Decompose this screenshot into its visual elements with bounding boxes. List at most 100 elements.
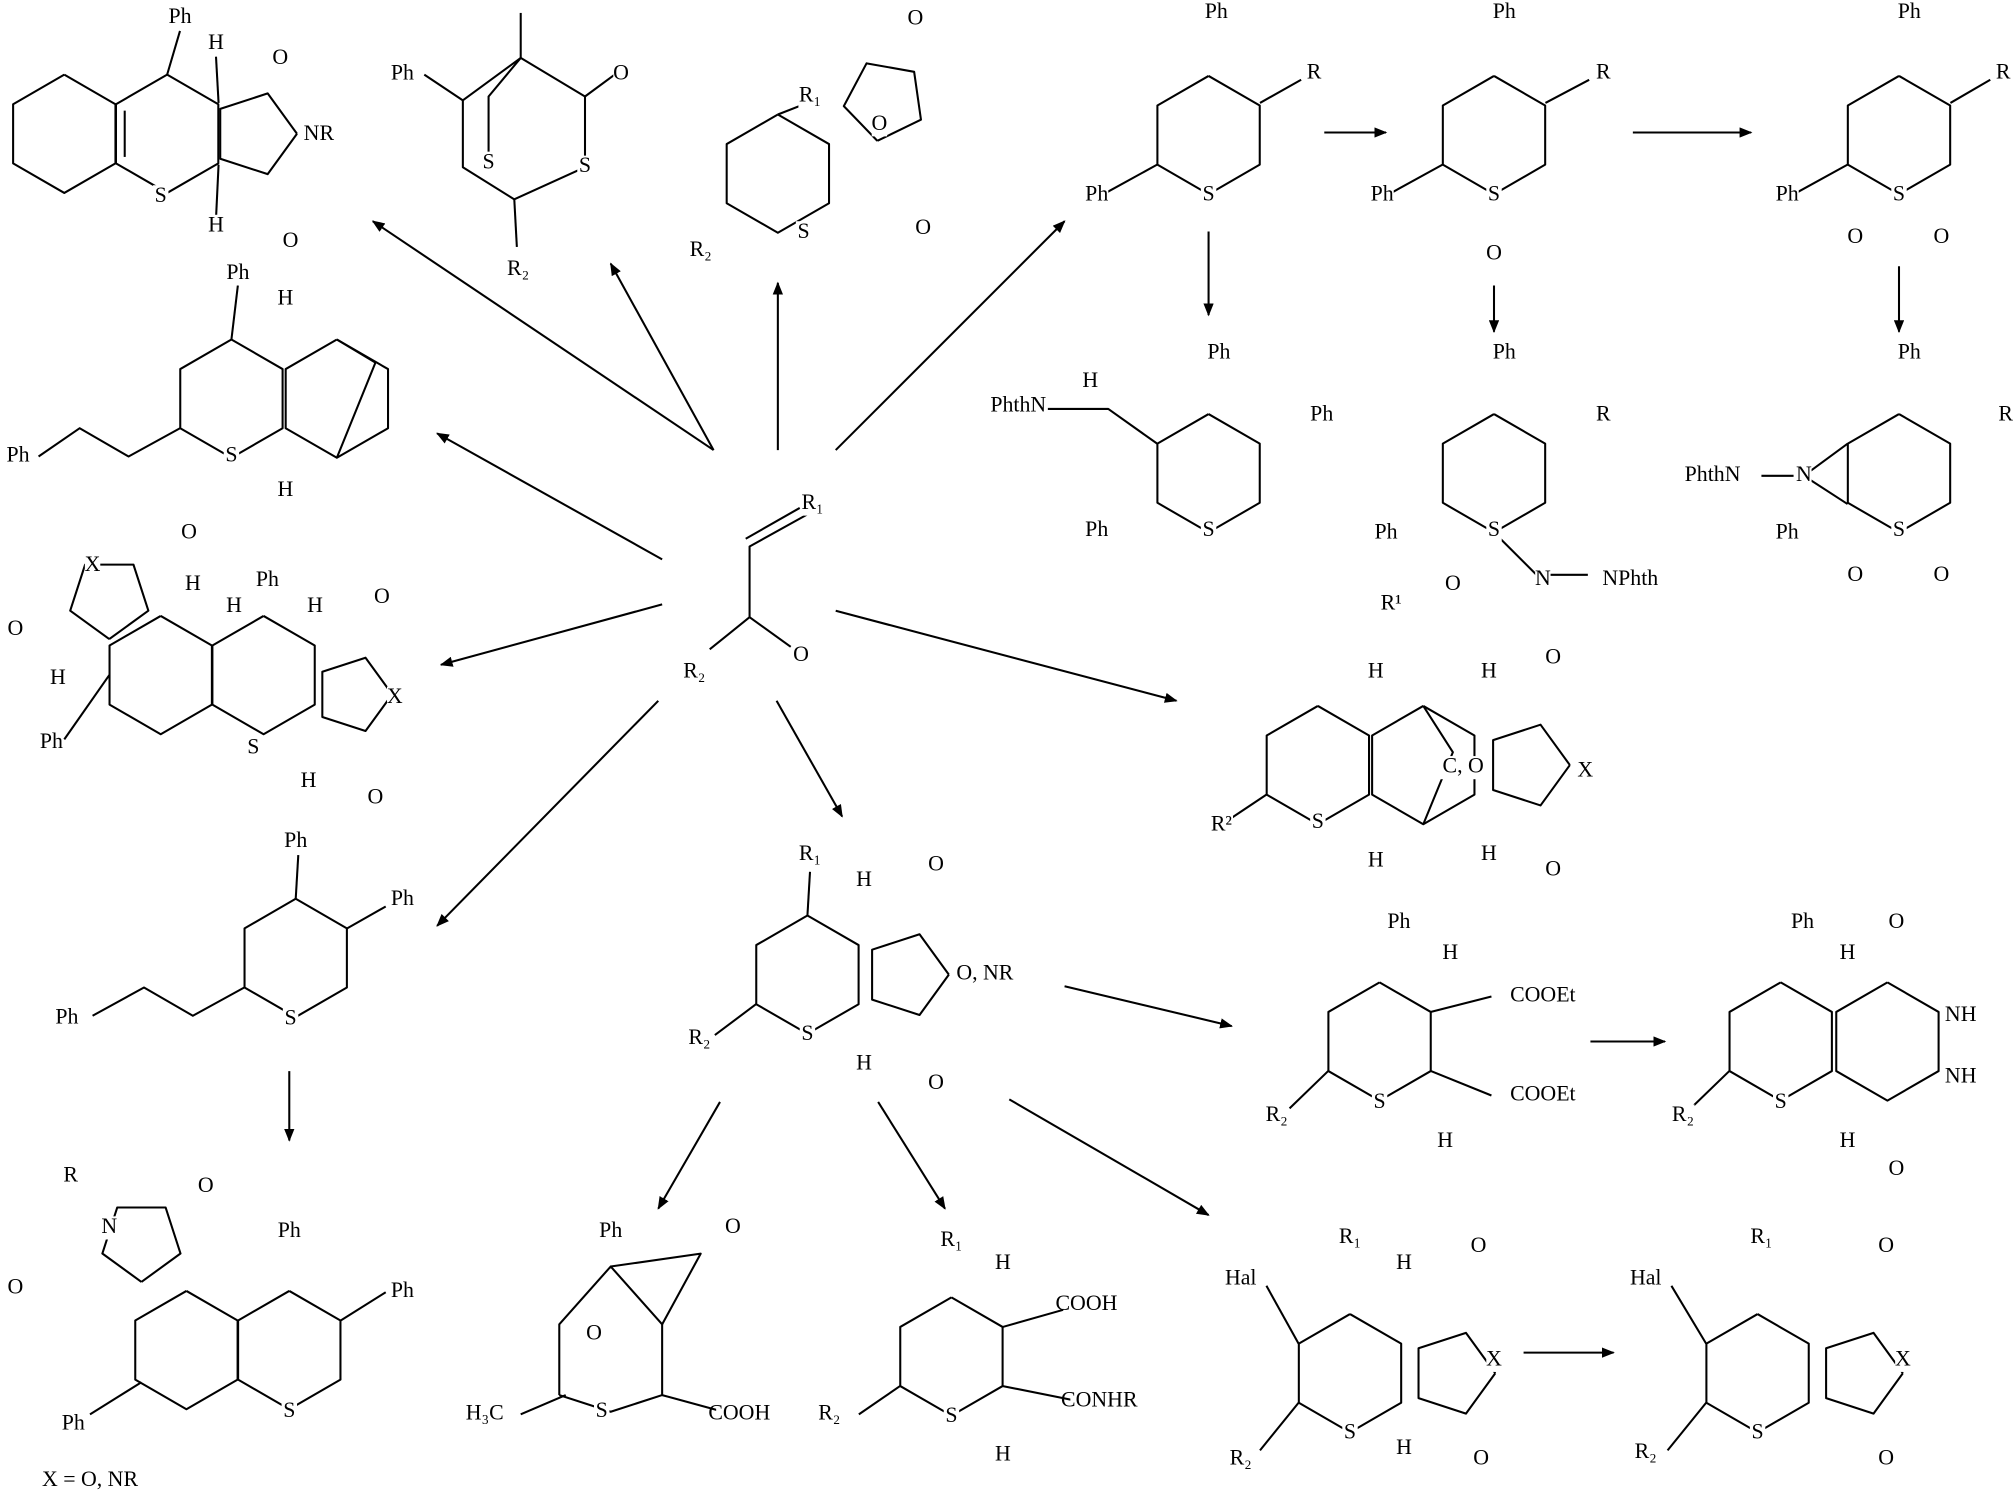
atom-label: R₁ [799,83,821,107]
label-background [208,214,224,238]
label-background [1878,1235,1894,1259]
label-background [255,569,279,593]
atom-label: R₁ [1750,1224,1772,1248]
atom-label: S [284,1006,296,1030]
label-background [63,1164,79,1189]
atom-label: Ph [1493,0,1516,23]
label-background [39,731,63,755]
label-background [1513,984,1572,1009]
label-background [955,963,1014,987]
label-background [1791,911,1815,935]
label-background [1671,1104,1695,1128]
label-background [284,830,308,854]
label-background [277,288,294,312]
label-background [798,843,822,867]
atom-label: H [995,1250,1011,1274]
label-background [716,1402,763,1426]
label-background [1888,1158,1905,1182]
atom-label: S [247,734,259,758]
atom-label: R [1307,59,1322,83]
label-background [101,1216,117,1240]
label-background [1063,1293,1110,1317]
label-background [1545,858,1561,883]
label-background [599,1220,623,1244]
label-background [1374,522,1398,546]
label-background [185,573,201,597]
label-background [1371,1091,1388,1115]
label-background [1595,403,1611,427]
bond [335,338,377,459]
bond [294,855,300,899]
atom-label: S [225,443,237,467]
bond [63,674,111,740]
atom-label: NH [1945,1002,1977,1026]
label-background [795,221,812,245]
atom-label: H [307,593,323,617]
atom-label: S [797,219,809,243]
label-background [1486,1348,1502,1372]
atom-label: Ph [391,61,414,85]
atom-label: O [181,520,197,544]
label-background [1513,1083,1572,1108]
atom-label: H [1481,841,1497,865]
atom-label: Ph [62,1411,85,1435]
ring-bond [1825,1331,1904,1415]
atom-label: R₁ [799,841,821,865]
label-background [307,123,331,147]
atom-label: H [1082,368,1098,392]
label-background [1998,403,2014,427]
atom-label: PhthN [1685,462,1741,486]
bond [1047,407,1158,445]
bond [1666,1402,1707,1452]
label-background [989,394,1048,418]
atom-label: Ph [1374,520,1397,544]
label-background [613,63,629,87]
label-background [1306,61,1322,85]
label-background [1995,61,2011,85]
atom-label: O [1545,857,1561,881]
atom-label: H [185,571,201,595]
label-background [586,1323,602,1347]
atom-label: X = O, NR [42,1467,138,1491]
atom-label: Ph [1776,520,1799,544]
label-background [55,1006,79,1030]
label-background [390,1280,414,1304]
reaction-arrow [1064,985,1233,1029]
label-background [594,1400,610,1424]
ring-bond [211,615,316,736]
label-background [1085,519,1109,543]
atom-label: X [1577,758,1593,782]
label-background [1492,1,1516,25]
label-background [1847,226,1863,250]
label-background [7,618,24,642]
atom-label: S [1312,809,1324,833]
atom-label: O [586,1321,602,1345]
label-background [1796,464,1812,488]
atom-label: Ph [55,1004,78,1028]
atom-label: O [1847,224,1863,248]
atom-label: O [928,1070,944,1094]
label-background [390,888,414,912]
label-background [208,32,224,56]
atom-label: S [579,153,591,177]
atom-label: S [482,149,494,173]
label-background [1481,660,1497,685]
atom-label: H [1442,940,1458,964]
atom-label: H [1481,659,1497,683]
label-background [390,63,414,87]
atom-label: N [1796,462,1812,486]
bond [745,507,801,540]
atom-label: Ph [391,1278,414,1302]
label-background [928,1072,944,1096]
label-background [1933,226,1950,250]
ring-bond [1728,981,1833,1102]
bond [1670,1285,1708,1345]
atom-label: Ph [391,886,414,910]
atom-label: O, NR [956,961,1013,985]
label-background [1370,183,1394,208]
atom-label: R₂ [507,256,529,280]
ring-bond [1156,413,1261,534]
atom-label: R [1596,59,1611,83]
label-background [367,786,384,811]
